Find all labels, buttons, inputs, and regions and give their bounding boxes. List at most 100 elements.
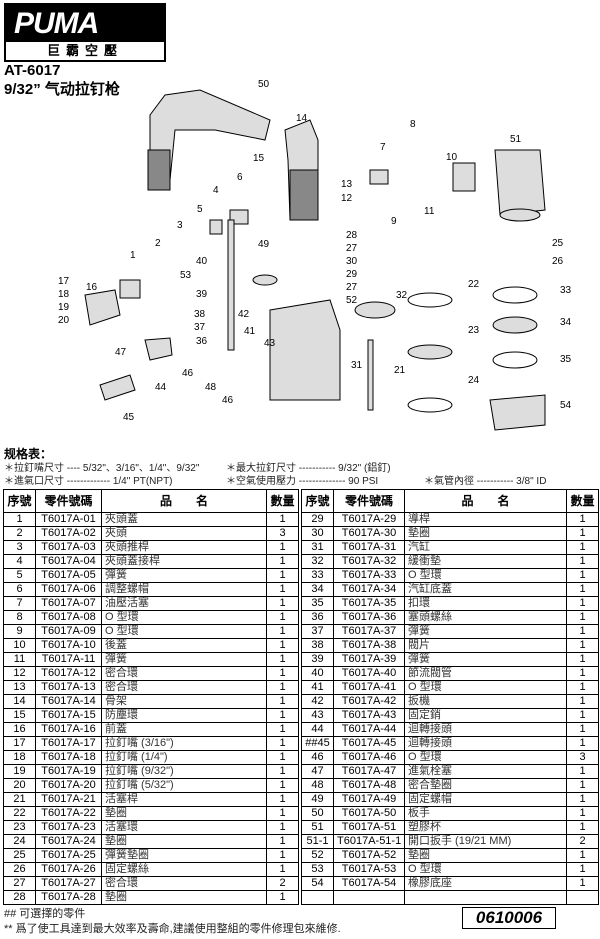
part-number: T6017A-29: [333, 512, 405, 527]
quantity: 1: [266, 624, 299, 639]
callout: 38: [194, 309, 206, 320]
part-index: 27: [3, 876, 36, 891]
quantity: 3: [566, 750, 599, 765]
spec-air-pressure: ＊空氣使用壓力 -------------- 90 PSI: [226, 476, 379, 487]
quantity: 1: [566, 610, 599, 625]
part-name: 夾頭蓋接桿: [101, 554, 267, 569]
part-index: 8: [3, 610, 36, 625]
quantity: 3: [266, 526, 299, 541]
callout: 21: [394, 365, 406, 376]
part-number: T6017A-18: [35, 750, 102, 765]
part-number: T6017A-04: [35, 554, 102, 569]
callout: 27: [346, 282, 358, 293]
part-number: T6017A-08: [35, 610, 102, 625]
part-index: 48: [301, 778, 334, 793]
callout: 34: [560, 317, 572, 328]
part-name: 彈簧: [101, 568, 267, 583]
column-header: 零件號碼: [333, 489, 405, 513]
part-name: O 型環: [404, 568, 567, 583]
spec-hose-id: ＊氣管內徑 ----------- 3/8" ID: [424, 476, 547, 487]
part-number: T6017A-01: [35, 512, 102, 527]
part-name: 墊圈: [101, 834, 267, 849]
quantity: 1: [566, 820, 599, 835]
part-number: T6017A-41: [333, 680, 405, 695]
part-number: T6017A-42: [333, 694, 405, 709]
part-index: 29: [301, 512, 334, 527]
part-number: T6017A-22: [35, 806, 102, 821]
part-name: 扣環: [404, 596, 567, 611]
callout: 20: [58, 315, 70, 326]
quantity: 1: [566, 876, 599, 891]
part-name: 骨架: [101, 694, 267, 709]
part-index: 5: [3, 568, 36, 583]
part-index: 14: [3, 694, 36, 709]
part-name: 密合環: [101, 876, 267, 891]
quantity: 1: [566, 778, 599, 793]
callout: 26: [552, 256, 564, 267]
column-header: 序號: [301, 489, 334, 513]
part-index: 43: [301, 708, 334, 723]
callout: 4: [213, 185, 219, 196]
quantity: 1: [566, 764, 599, 779]
callout: 1: [130, 250, 136, 261]
table-row: [301, 890, 599, 905]
puma-logo: PUMA 巨霸空壓: [4, 3, 166, 62]
part-name: O 型環: [101, 610, 267, 625]
part-index: 13: [3, 680, 36, 695]
part-number: T6017A-13: [35, 680, 102, 695]
quantity: 1: [566, 568, 599, 583]
part-number: T6017A-33: [333, 568, 405, 583]
part-index: 16: [3, 722, 36, 737]
quantity: 1: [266, 778, 299, 793]
quantity: 1: [266, 736, 299, 751]
part-name: 防塵環: [101, 708, 267, 723]
part-number: T6017A-34: [333, 582, 405, 597]
part-index: ##45: [301, 736, 334, 751]
part-number: T6017A-48: [333, 778, 405, 793]
part-number: T6017A-25: [35, 848, 102, 863]
part-name: 夾頭: [101, 526, 267, 541]
part-name: 拉釘嘴 (5/32"): [101, 778, 267, 793]
table-header: 序號零件號碼品 名數量: [301, 489, 599, 513]
quantity: 1: [566, 526, 599, 541]
part-name: 拉釘嘴 (1/4"): [101, 750, 267, 765]
part-number: T6017A-51-1: [333, 834, 405, 849]
part-index: 38: [301, 638, 334, 653]
callout: 7: [380, 142, 386, 153]
part-number: T6017A-30: [333, 526, 405, 541]
callout: 49: [258, 239, 270, 250]
part-name: 導桿: [404, 512, 567, 527]
part-name: 固定銷: [404, 708, 567, 723]
part-index: 1: [3, 512, 36, 527]
part-number: T6017A-39: [333, 652, 405, 667]
part-index: 21: [3, 792, 36, 807]
quantity: 1: [266, 722, 299, 737]
column-header: 數量: [266, 489, 299, 513]
part-number: T6017A-07: [35, 596, 102, 611]
quantity: 1: [566, 806, 599, 821]
quantity: 1: [266, 596, 299, 611]
part-index: 10: [3, 638, 36, 653]
part-name: 固定螺帽: [404, 792, 567, 807]
part-number: T6017A-21: [35, 792, 102, 807]
part-number: T6017A-47: [333, 764, 405, 779]
part-index: 51-1: [301, 834, 334, 849]
callout: 14: [296, 113, 308, 124]
part-name: [404, 890, 567, 905]
column-header: 數量: [566, 489, 599, 513]
callout: 30: [346, 256, 358, 267]
